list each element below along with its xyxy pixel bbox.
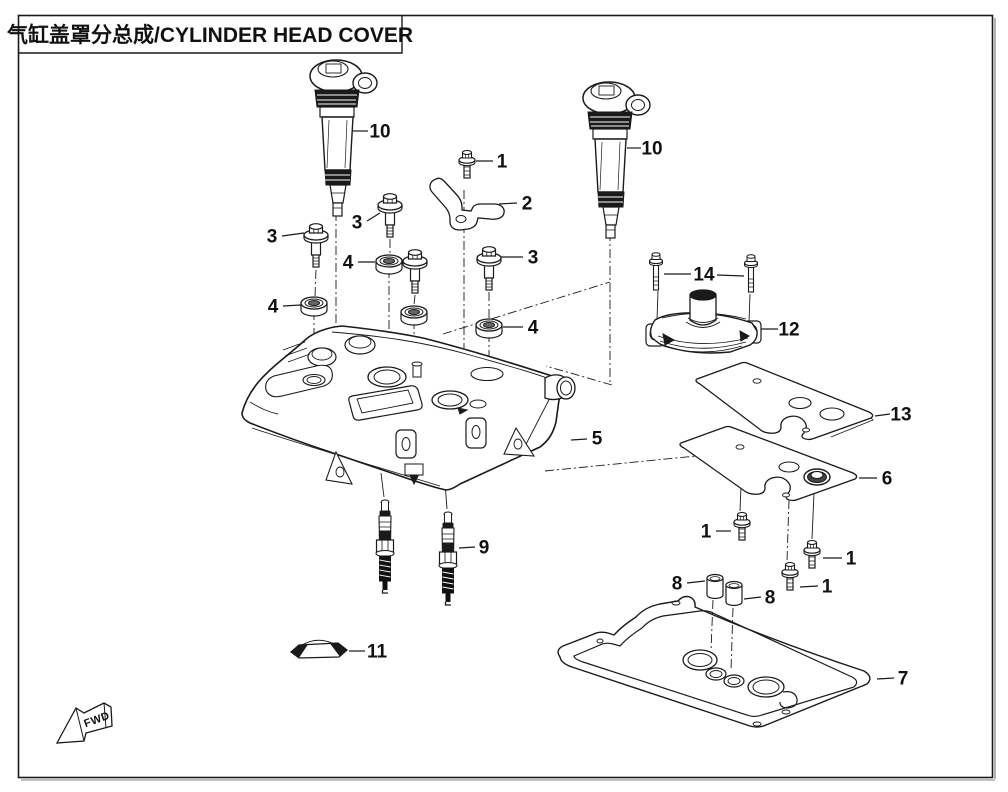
part-bracket xyxy=(429,177,505,231)
part-grommet-c xyxy=(400,305,428,326)
title-block: 气缸盖罩分总成/CYLINDER HEAD COVER xyxy=(6,15,413,54)
callout-ref-10-9: 10 xyxy=(641,139,662,160)
callout-ref-1-16: 1 xyxy=(846,549,857,570)
callout-leader-13 xyxy=(874,413,891,417)
part-spark-plug-right xyxy=(438,511,458,606)
callout-ref-13-12: 13 xyxy=(890,405,911,426)
part-cylinder-head-cover xyxy=(241,325,576,491)
part-baffle-plate-upper xyxy=(695,361,874,441)
callout-leader-3 xyxy=(366,212,381,222)
callout-ref-4-7: 4 xyxy=(343,253,354,274)
callout-ref-11-21: 11 xyxy=(367,642,388,663)
callout-leader-8 xyxy=(743,596,762,600)
part-bolt-14-right xyxy=(743,254,759,293)
callout-ref-3-5: 3 xyxy=(528,248,539,269)
callout-ref-9-20: 9 xyxy=(479,538,490,559)
plate-grommet xyxy=(803,468,831,486)
callout-leader-4 xyxy=(282,304,302,307)
callout-ref-10-0: 10 xyxy=(369,122,390,143)
callout-ref-14-10: 14 xyxy=(693,265,715,286)
callout-ref-3-4: 3 xyxy=(352,213,363,234)
part-spark-plug-left xyxy=(375,499,395,594)
part-bolt-1-b2 xyxy=(803,539,821,569)
callout-leader-9 xyxy=(458,546,476,549)
callout-ref-2-2: 2 xyxy=(522,194,533,215)
part-bolt-1-b1 xyxy=(733,511,751,541)
part-bolt-1-b3 xyxy=(781,561,799,591)
part-bolt-3-c xyxy=(402,249,428,294)
part-ignition-coil-left xyxy=(309,59,378,217)
callout-leader-7 xyxy=(876,677,895,680)
callout-ref-8-19: 8 xyxy=(765,588,776,609)
part-grommet-b xyxy=(375,254,403,275)
part-baffle-plate-lower xyxy=(679,425,858,502)
callout-ref-1-15: 1 xyxy=(701,522,712,543)
part-grommet-a xyxy=(300,296,328,317)
callout-leader-3 xyxy=(281,232,305,237)
callout-ref-1-1: 1 xyxy=(497,152,508,173)
part-dowel-2 xyxy=(725,580,743,607)
fwd-direction-arrow: FWD xyxy=(55,702,113,744)
callout-ref-12-11: 12 xyxy=(778,320,799,341)
callout-leader-8 xyxy=(686,580,706,584)
callout-ref-4-8: 4 xyxy=(528,318,539,339)
part-bolt-3-a xyxy=(303,223,329,268)
callout-ref-6-14: 6 xyxy=(882,469,893,490)
part-gasket xyxy=(557,595,871,728)
part-dowel-1 xyxy=(706,573,724,600)
part-bolt-14-left xyxy=(648,252,664,291)
part-grommet-d xyxy=(475,318,503,339)
part-bolt-3-b xyxy=(377,193,403,238)
callout-ref-4-6: 4 xyxy=(268,297,279,318)
page-border xyxy=(17,14,996,781)
callout-leader-14 xyxy=(716,274,745,277)
callout-ref-5-13: 5 xyxy=(592,429,603,450)
page-title: 气缸盖罩分总成/CYLINDER HEAD COVER xyxy=(6,23,413,47)
callout-ref-7-22: 7 xyxy=(898,669,909,690)
callout-ref-1-17: 1 xyxy=(822,577,833,598)
callout-ref-3-3: 3 xyxy=(267,227,278,248)
callout-leader-5 xyxy=(570,438,588,441)
part-breather-valve xyxy=(645,289,762,354)
part-clip xyxy=(290,639,348,659)
callout-leader-2 xyxy=(498,202,518,205)
callout-leader-1 xyxy=(799,585,819,588)
part-bolt-1-top xyxy=(458,149,476,179)
part-ignition-coil-right xyxy=(582,81,651,239)
part-bolt-3-d xyxy=(476,246,502,291)
callout-ref-8-18: 8 xyxy=(672,574,683,595)
